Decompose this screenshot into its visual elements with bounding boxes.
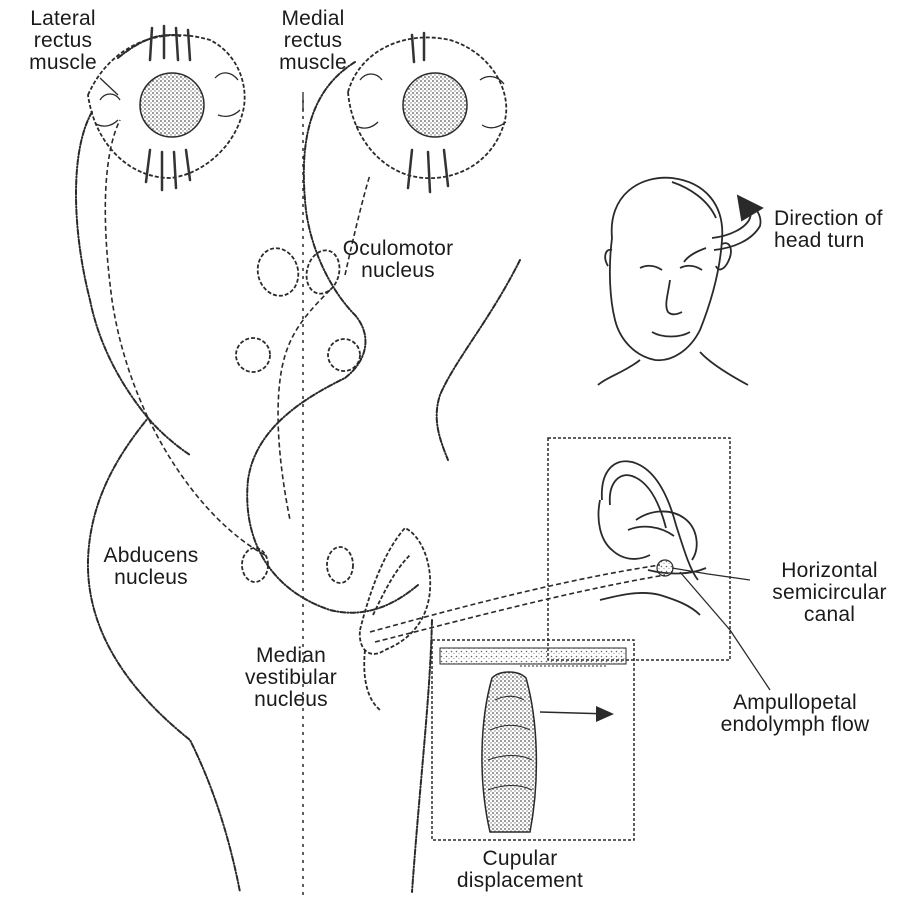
abducens-nucleus-left xyxy=(242,548,268,582)
label-oculomotor-nucleus: Oculomotor nucleus xyxy=(338,238,458,282)
nuclei xyxy=(236,244,360,583)
trochlear-left xyxy=(236,338,270,372)
label-direction-of-head-turn: Direction of head turn xyxy=(774,208,914,252)
label-median-vestibular-nucleus: Median vestibular nucleus xyxy=(236,645,346,711)
brainstem-outline xyxy=(76,35,520,892)
head-icon xyxy=(598,178,748,385)
left-eye xyxy=(88,26,245,190)
oculomotor-nucleus-left xyxy=(252,244,303,301)
label-medial-rectus-muscle: Medial rectus muscle xyxy=(278,8,348,74)
cupula-inset xyxy=(432,640,634,840)
label-cupular-displacement: Cupular displacement xyxy=(435,848,605,892)
label-horizontal-semicircular-canal: Horizontal semicircular canal xyxy=(752,560,907,626)
label-ampullopetal-endolymph-flow: Ampullopetal endolymph flow xyxy=(700,692,890,736)
trochlear-right xyxy=(328,339,360,371)
right-eye xyxy=(348,33,506,192)
label-abducens-nucleus: Abducens nucleus xyxy=(96,545,206,589)
ear-inset xyxy=(548,438,730,660)
abducens-nucleus-right xyxy=(327,547,353,583)
label-lateral-rectus-muscle: Lateral rectus muscle xyxy=(28,8,98,74)
